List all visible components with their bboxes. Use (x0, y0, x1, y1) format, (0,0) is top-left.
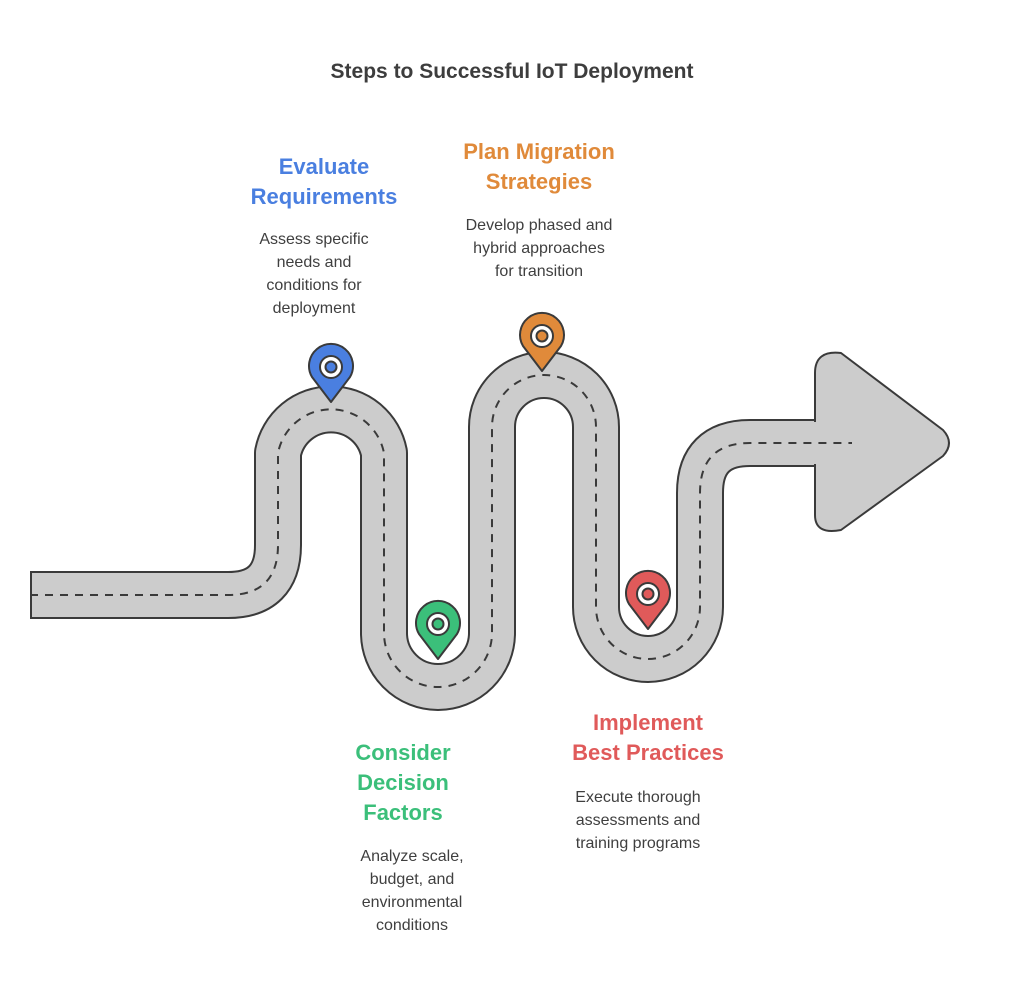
step-2-description: Develop phased and hybrid approaches for… (465, 217, 613, 280)
step-3-description: Analyze scale, budget, and environmental… (360, 848, 464, 934)
step-1-description: Assess specific needs and conditions for… (259, 231, 369, 317)
step-2-map-pin-icon (519, 311, 565, 372)
step-4-description: Execute thorough assessments and trainin… (575, 789, 701, 852)
step-3-title: Consider Decision Factors (355, 740, 451, 825)
step-4-map-pin-icon (625, 569, 671, 630)
road-arrow-join (810, 422, 822, 464)
step-3-map-pin-icon (415, 599, 461, 660)
diagram-title: Steps to Successful IoT Deployment (330, 60, 694, 83)
road-arrow-head (814, 351, 950, 532)
step-1-title: Evaluate Requirements (250, 154, 398, 209)
road-surface (30, 353, 928, 709)
step-4-title: Implement Best Practices (572, 710, 724, 765)
step-1-map-pin-icon (308, 342, 354, 403)
step-2-title: Plan Migration Strategies (463, 139, 615, 194)
